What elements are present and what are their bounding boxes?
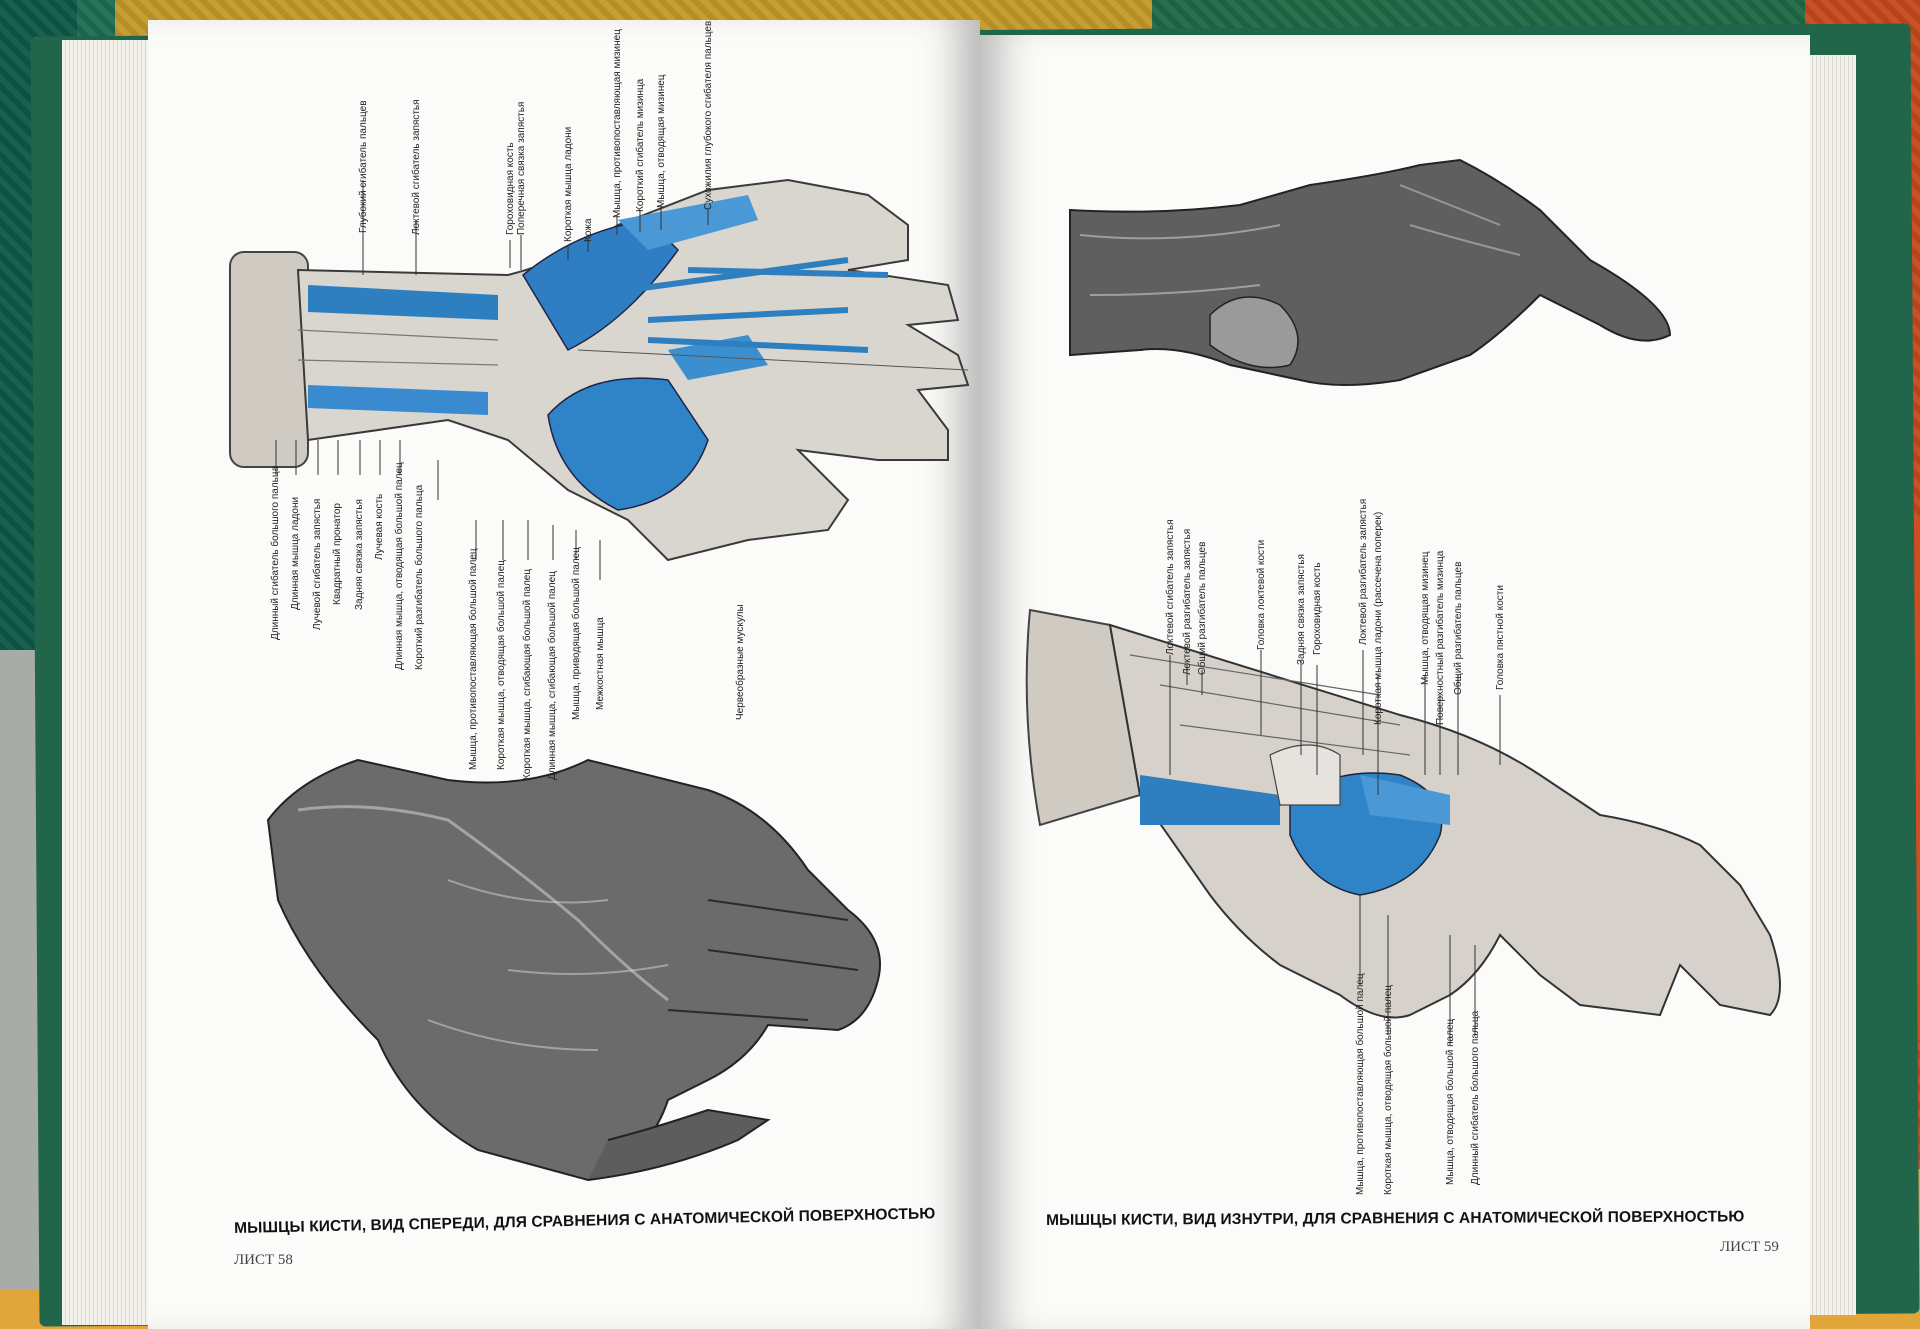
label-deep-flexor: Глубокий сгибатель пальцев <box>358 100 369 233</box>
label-radius: Лучевая кость <box>374 493 385 560</box>
right-caption: МЫШЦЫ КИСТИ, ВИД ИЗНУТРИ, ДЛЯ СРАВНЕНИЯ … <box>1046 1208 1745 1229</box>
label-r-abductor-brevis: Короткая мышца, отводящая большой палец <box>1383 984 1394 1195</box>
label-adductor-pollicis: Мышца, приводящая большой палец <box>571 547 582 720</box>
label-r-common-extensor: Общий разгибатель пальцев <box>1197 541 1208 675</box>
label-flexor-longus: Длинная мышца, сгибающая большой палец <box>547 571 558 780</box>
label-posterior-ligament: Задняя связка запястья <box>354 499 365 610</box>
right-illustrations <box>1025 158 1781 1045</box>
label-flexor-pollicis-longus: Длинный сгибатель большого пальца <box>270 465 281 640</box>
label-r-abductor-pollicis: Мышца, отводящая большой палец <box>1445 1018 1456 1185</box>
label-r-ulna-head: Головка локтевой кости <box>1256 539 1267 650</box>
label-pronator-quadratus: Квадратный пронатор <box>332 503 343 605</box>
leader-lines-left <box>275 180 709 580</box>
label-interosseous: Межкостная мышца <box>595 617 606 710</box>
label-r-palmaris-brevis: Короткая мышца ладони (рассечена поперек… <box>1373 511 1384 725</box>
label-ulnar-flexor: Локтевой сгибатель запястья <box>411 99 422 235</box>
label-r-ulnar-extensor-2: Локтевой разгибатель запястья <box>1358 498 1369 645</box>
label-skin: Кожа <box>583 218 594 242</box>
hand-surface-side <box>1069 158 1672 386</box>
page-edges-left <box>62 40 152 1325</box>
label-r-posterior-ligament: Задняя связка запястья <box>1296 554 1307 665</box>
label-r-metacarpal-head: Головка пястной кости <box>1495 585 1506 690</box>
left-illustrations <box>229 178 970 1182</box>
label-r-opponens: Мышца, противопоставляющая большой палец <box>1355 973 1366 1195</box>
label-palmaris-brevis: Короткая мышца ладони <box>563 126 574 242</box>
label-r-ulnar-extensor: Локтевой разгибатель запястья <box>1182 528 1193 675</box>
right-sheet-number: ЛИСТ 59 <box>1720 1239 1779 1255</box>
label-opponens-minimi: Мышца, противопоставляющая мизинец <box>612 29 623 218</box>
label-r-flexor-longus: Длинный сгибатель большого пальца <box>1470 1010 1481 1185</box>
label-abductor-longus: Длинная мышца, отводящая большой палец <box>394 462 405 670</box>
leader-lines-right <box>1169 650 1501 1045</box>
label-lumbricals: Червеобразные мускулы <box>735 604 746 720</box>
label-abductor-brevis: Короткая мышца, отводящая большой палец <box>496 559 507 770</box>
label-transverse-ligament: Поперечная связка запястья <box>516 101 527 235</box>
hand-anatomy-front <box>229 178 970 562</box>
left-sheet-number: ЛИСТ 58 <box>234 1252 293 1268</box>
right-page: Локтевой сгибатель запястья Локтевой раз… <box>980 35 1810 1329</box>
label-r-abductor-minimi: Мышца, отводящая мизинец <box>1420 551 1431 685</box>
label-r-extensor-minimi: Поверхностный разгибатель мизинца <box>1435 550 1446 725</box>
label-r-ulnar-flexor: Локтевой сгибатель запястья <box>1165 519 1176 655</box>
label-opponens-pollicis: Мышца, противопоставляющая большой палец <box>468 548 479 770</box>
label-radial-flexor: Лучевой сгибатель запястья <box>312 498 323 630</box>
label-flexor-minimi: Короткий сгибатель мизинца <box>635 78 646 212</box>
label-deep-flexor-tendons: Сухожилия глубокого сгибателя пальцев <box>703 20 714 210</box>
label-extensor-brevis: Короткий разгибатель большого пальца <box>414 484 425 670</box>
hand-anatomy-inner <box>1025 608 1781 1019</box>
hand-surface-front <box>266 758 881 1182</box>
label-flexor-brevis: Короткая мышца, сгибающая большой палец <box>522 568 533 780</box>
left-page: Глубокий сгибатель пальцев Локтевой сгиб… <box>148 20 980 1329</box>
label-palmaris-longus: Длинная мышца ладони <box>290 496 301 610</box>
label-r-common-extensor-2: Общий разгибатель пальцев <box>1453 561 1464 695</box>
label-abductor-minimi: Мышца, отводящая мизинец <box>656 74 667 208</box>
label-r-pisiform: Гороховидная кость <box>1312 562 1323 655</box>
